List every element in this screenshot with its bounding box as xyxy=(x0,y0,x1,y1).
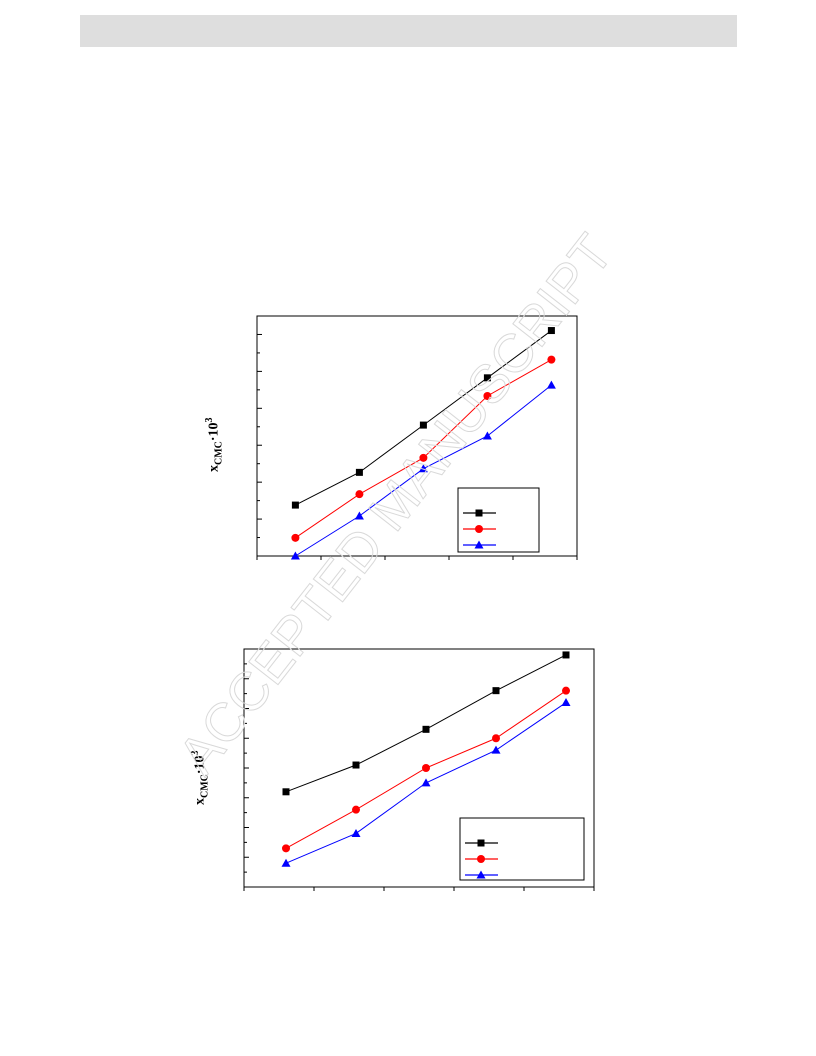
chart-2-series-2-point xyxy=(422,764,430,772)
chart-1-series-2-point xyxy=(355,490,364,499)
chart-1-legend-marker-1 xyxy=(475,509,483,517)
chart-2-series-1-point xyxy=(562,651,570,659)
chart-1-series-2-point xyxy=(483,392,492,400)
chart-1-series-1-point xyxy=(419,421,427,429)
chart-2-series-1-point xyxy=(282,788,290,796)
chart-1-series-3-point xyxy=(482,431,492,440)
chart-2-series-3-point xyxy=(491,745,501,754)
header-bar xyxy=(80,15,737,47)
chart-2-series-1-point xyxy=(352,761,360,769)
chart-2-series-2-point xyxy=(492,734,500,743)
chart-2-series-1-point xyxy=(492,687,500,695)
chart-2-legend-marker-3 xyxy=(476,870,486,879)
chart-1-series-2-point xyxy=(419,453,428,462)
chart-1-legend-marker-3 xyxy=(474,540,484,549)
chart-2-series-3-point xyxy=(281,858,291,867)
chart-1-series-2-point xyxy=(547,355,556,364)
chart-2-y-axis-label: xCMC·103 xyxy=(190,750,211,805)
chart-1-legend xyxy=(457,487,540,553)
chart-2-legend-marker-1 xyxy=(477,839,485,847)
chart-2-series-2-point xyxy=(562,686,570,695)
chart-2-series-1-point xyxy=(422,725,430,733)
chart-2-legend-marker-2 xyxy=(477,855,485,863)
chart-1-series-1-point xyxy=(355,468,363,476)
chart-2-legend xyxy=(459,817,585,881)
chart-2-series-2-point xyxy=(352,805,360,814)
chart-1-series-3-point xyxy=(354,511,364,520)
chart-2-series-2-point xyxy=(282,844,290,853)
chart-1-series-1-point xyxy=(291,501,299,509)
chart-1-legend-marker-2 xyxy=(475,525,483,533)
chart-1-series-3-point xyxy=(418,464,428,473)
chart-1-series-1-point xyxy=(483,374,491,382)
chart-1-series-3-point xyxy=(546,380,556,389)
chart-1-y-axis-label: xCMC·103 xyxy=(204,417,225,472)
chart-1-series-2-point xyxy=(291,533,300,542)
chart-2-series-3-point xyxy=(421,778,431,787)
chart-1-plot-frame xyxy=(256,315,578,557)
chart-1-series-1-line xyxy=(295,330,552,506)
chart-1-series-3-point xyxy=(290,551,300,560)
chart-1-series-1-point xyxy=(547,327,555,335)
chart-2-series-3-point xyxy=(351,828,361,837)
chart-2-series-3-point xyxy=(561,698,571,707)
